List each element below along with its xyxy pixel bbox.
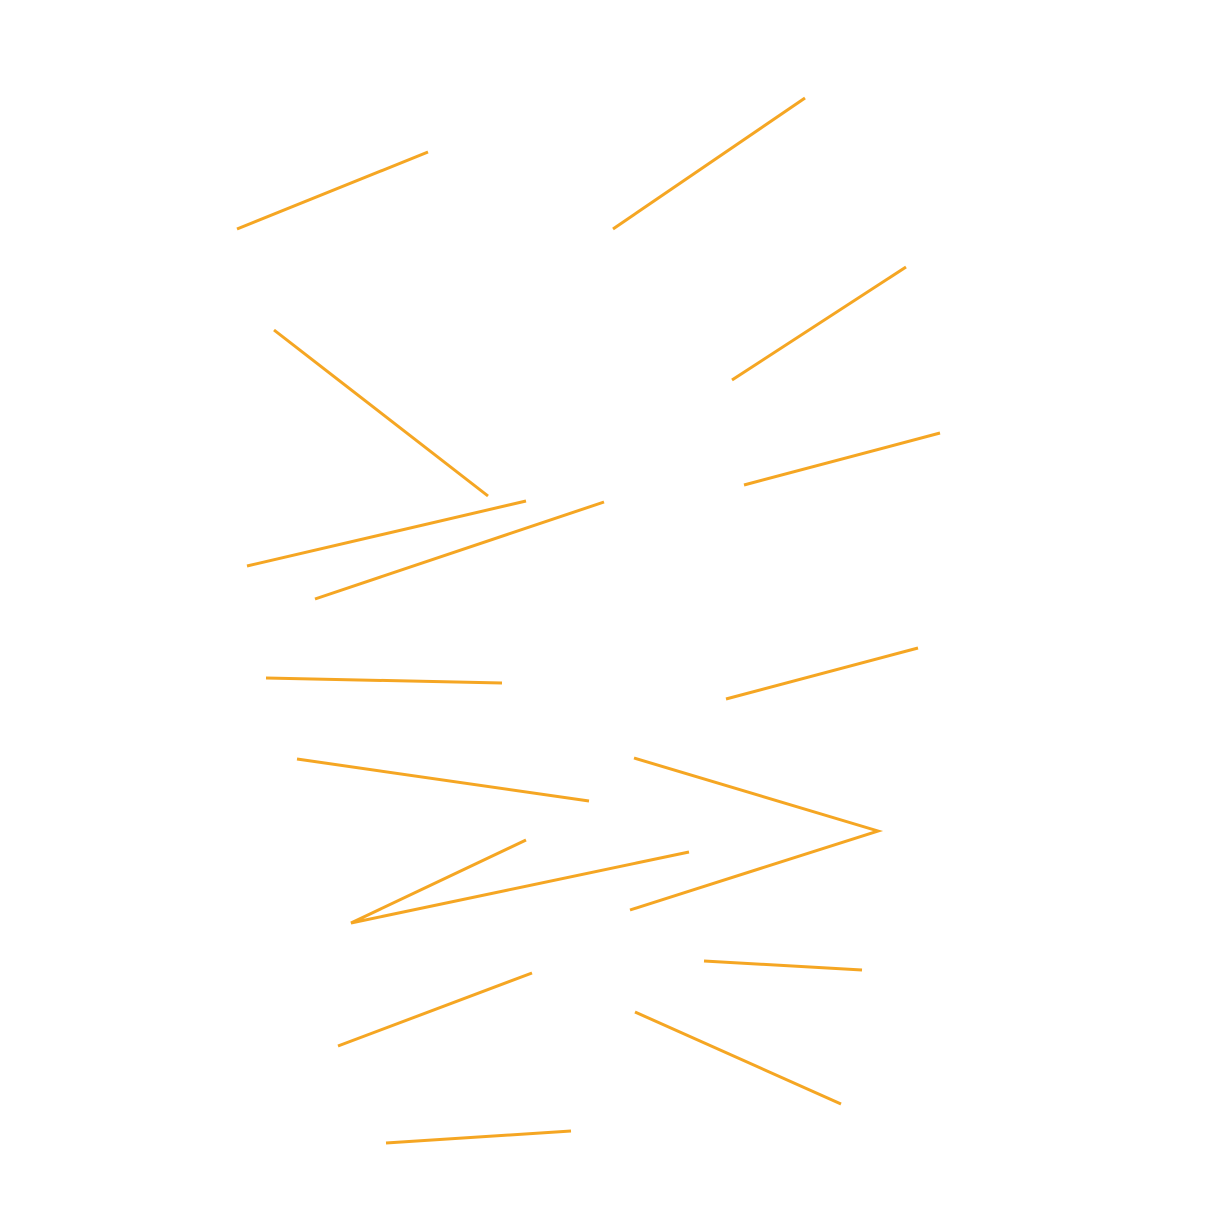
line-stroke xyxy=(236,150,429,231)
strokes-layer xyxy=(236,96,941,1145)
line-stroke xyxy=(703,959,863,972)
line-stroke xyxy=(273,328,489,498)
line-stroke xyxy=(246,499,527,568)
chevron-stroke xyxy=(629,756,884,912)
line-stroke xyxy=(296,757,590,803)
line-stroke xyxy=(265,676,503,685)
line-stroke xyxy=(743,431,941,487)
chevron-stroke xyxy=(350,838,690,925)
line-stroke xyxy=(314,500,605,601)
line-stroke xyxy=(337,971,533,1048)
line-stroke xyxy=(725,646,919,701)
line-stroke xyxy=(612,96,806,231)
line-stroke xyxy=(634,1010,842,1106)
line-stroke xyxy=(731,265,907,382)
line-stroke xyxy=(385,1129,572,1145)
